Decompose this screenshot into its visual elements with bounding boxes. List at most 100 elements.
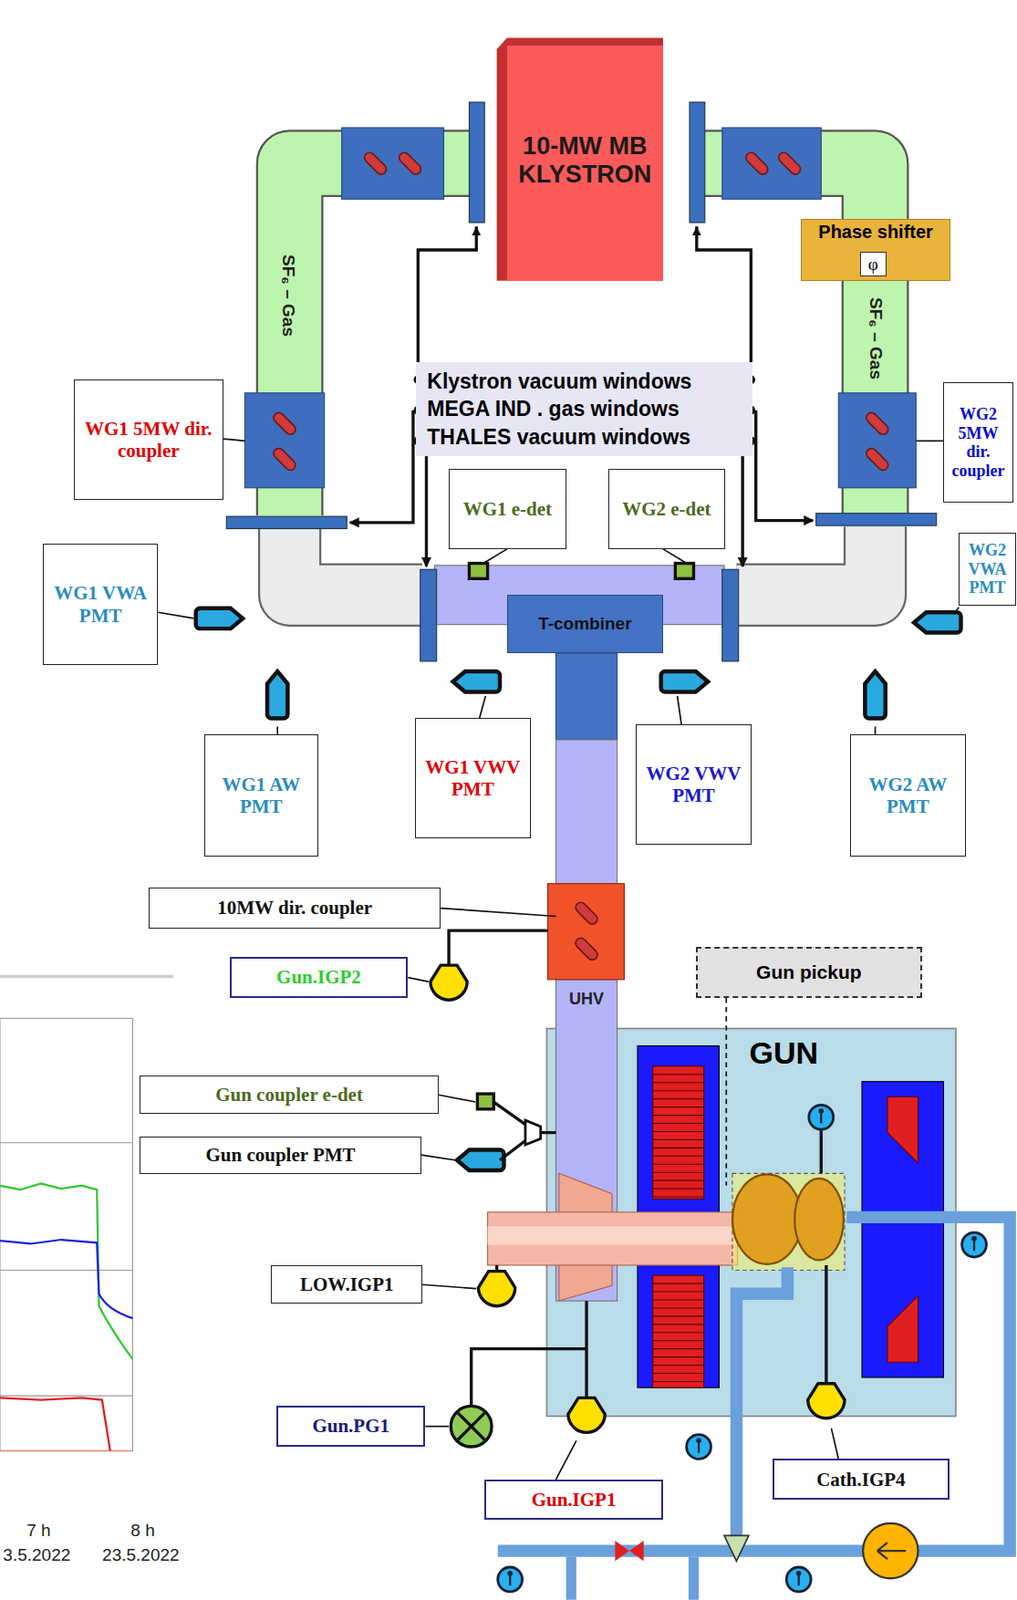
coil-winding (653, 1180, 705, 1182)
node-text: WG2 e-det (622, 498, 711, 520)
leader-line (677, 695, 682, 725)
directional-coupler (271, 446, 298, 472)
window-list-box: Klystron vacuum windowsMEGA IND . gas wi… (415, 362, 753, 457)
axis-tick-label: 7 h (26, 1520, 51, 1540)
klystron-box: 10-MW MB KLYSTRON (507, 45, 664, 281)
detector-label-box: WG1 e-det (448, 468, 567, 549)
coil-winding (653, 1380, 705, 1382)
leader-line (725, 997, 727, 1186)
node-text: WG1 VWV PMT (420, 756, 525, 800)
coil-winding (653, 1323, 705, 1325)
coil-winding (653, 1081, 705, 1083)
node-text: Gun coupler e-det (215, 1083, 364, 1106)
cooling-circuit (862, 1523, 918, 1578)
node-text: GUN (748, 1035, 819, 1071)
coil-winding (653, 1131, 705, 1132)
directional-coupler (342, 127, 445, 199)
pump-label-box: Cath.IGP4 (772, 1458, 951, 1500)
leader-line (407, 977, 428, 982)
coupler-label-box: WG2 5MW dir. coupler (943, 382, 1013, 503)
leader-line (425, 1425, 449, 1428)
waveguide (736, 526, 875, 595)
directional-coupler (573, 935, 600, 962)
node-text: 10-MW MB KLYSTRON (511, 132, 659, 189)
gun-cavity (732, 1172, 845, 1270)
cooling-circuit (498, 1216, 1010, 1551)
sensor-gauge (686, 1434, 712, 1460)
node-text: WG1 5MW dir. coupler (79, 417, 218, 462)
electron-detector (477, 1093, 494, 1110)
leader-line (479, 695, 487, 719)
chart-fragment (0, 975, 174, 1451)
chart-fragment (0, 1183, 133, 1360)
vacuum-line (448, 930, 548, 966)
gun-cavity (732, 1172, 845, 1270)
pmt-label-box: WG2 VWA PMT (958, 532, 1017, 607)
node-text: Gun.PG1 (311, 1414, 390, 1437)
waveguide (736, 526, 875, 595)
pmt-symbol (493, 1101, 556, 1161)
chart-fragment (0, 975, 174, 978)
directional-coupler (396, 150, 423, 177)
leader-line (223, 438, 245, 441)
sensor-gauge (786, 1567, 811, 1592)
waveguide (556, 739, 618, 884)
coupler-label-box: 10MW dir. coupler (148, 887, 441, 929)
chart-fragment (0, 1017, 133, 1451)
coil-winding (653, 1122, 705, 1124)
pump-label-box: Gun.IGP1 (484, 1479, 664, 1521)
waveguide (290, 529, 423, 596)
cooling-circuit (724, 1535, 749, 1561)
chart-fragment (0, 1397, 111, 1451)
pmt-symbol (267, 671, 288, 718)
coil-winding (653, 1188, 705, 1190)
leader-line (276, 726, 279, 735)
solenoid (887, 1096, 919, 1163)
flange (226, 102, 936, 662)
window-arrow (740, 456, 744, 567)
leader-line (915, 440, 944, 443)
pressure-gauge (450, 1405, 492, 1447)
coil-winding (653, 1356, 705, 1358)
chart-fragment (0, 1269, 133, 1271)
sensor-gauge (809, 1104, 834, 1130)
pmt-symbol (661, 671, 708, 692)
coil-winding (653, 1283, 705, 1285)
pmt-symbol (196, 608, 243, 629)
coil-winding (653, 1298, 705, 1300)
node-text: WG1 e-det (463, 498, 552, 520)
ion-pump (478, 1271, 516, 1307)
detector-label-box: WG2 e-det (608, 468, 727, 549)
coaxial-coupler (487, 1172, 738, 1301)
coil-winding (653, 1147, 705, 1149)
leader-line (440, 908, 556, 917)
chart-fragment (0, 1450, 133, 1453)
window-arrow (756, 410, 814, 521)
coil-winding (653, 1155, 705, 1157)
pmt-label-box: WG2 VWV PMT (635, 724, 752, 845)
vacuum-line (824, 1265, 828, 1384)
coil-winding (653, 1098, 705, 1100)
node-text: WG1 AW PMT (209, 773, 313, 818)
directional-coupler (573, 900, 600, 926)
pickup-label-box: Gun pickup (695, 946, 923, 998)
ion-pump (568, 1397, 605, 1433)
node-text: WG2 5MW dir. coupler (945, 404, 1010, 481)
chart-fragment (0, 1395, 133, 1397)
leader-line (830, 1428, 839, 1460)
directional-coupler (838, 393, 916, 488)
combiner-box: T-combiner (507, 594, 664, 654)
node-text: WG2 VWA PMT (961, 540, 1014, 598)
klystron-body (497, 38, 664, 281)
pmt-label-box: WG2 AW PMT (850, 734, 966, 857)
sensor-gauge (962, 1232, 987, 1257)
gas-label: SF₆ – Gas (865, 297, 885, 380)
leader-line (422, 1284, 477, 1288)
flange (468, 102, 485, 223)
pmt-symbol (913, 612, 961, 633)
gun-cavity (794, 1178, 844, 1260)
coil-winding (653, 1195, 705, 1197)
node-text: φ (868, 254, 879, 275)
phase-symbol-box: φ (860, 251, 887, 277)
coaxial-coupler (487, 1212, 738, 1266)
